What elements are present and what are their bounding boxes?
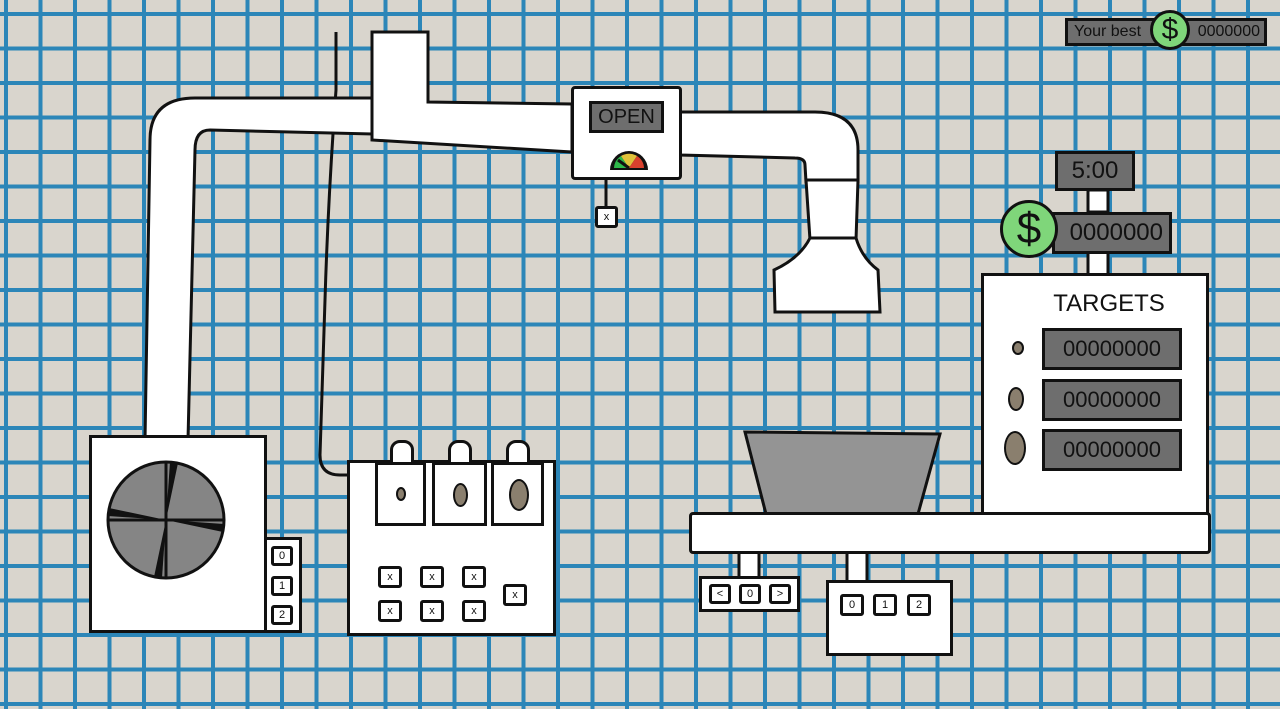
valve-state-display: OPEN bbox=[589, 101, 664, 133]
hopper-small[interactable] bbox=[375, 462, 426, 526]
target-slot-medium bbox=[1008, 387, 1024, 411]
panel-button-4[interactable]: x bbox=[378, 600, 402, 622]
panel-button-1[interactable]: x bbox=[378, 566, 402, 588]
pipe-right bbox=[678, 110, 860, 184]
best-score-label: Your best bbox=[1074, 23, 1142, 40]
panel-button-6[interactable]: x bbox=[462, 600, 486, 622]
speed-control-box bbox=[826, 580, 953, 656]
pressure-gauge-icon bbox=[610, 151, 648, 170]
target-value-1: 00000000 bbox=[1042, 328, 1182, 370]
valve-box: OPEN bbox=[571, 86, 682, 180]
pipe-inlet bbox=[370, 30, 574, 154]
speed-1-button[interactable]: 1 bbox=[873, 594, 897, 616]
panel-button-3[interactable]: x bbox=[462, 566, 486, 588]
panel-button-5[interactable]: x bbox=[420, 600, 444, 622]
conveyor-belt bbox=[689, 512, 1211, 554]
valve-close-button[interactable]: x bbox=[595, 206, 618, 228]
target-slot-small bbox=[1012, 341, 1024, 355]
best-dollar-icon: $ bbox=[1150, 10, 1190, 50]
target-value-3: 00000000 bbox=[1042, 429, 1182, 471]
money-display: 0000000 bbox=[1052, 212, 1172, 254]
fan-speed-0-button[interactable]: 0 bbox=[271, 546, 293, 566]
pipe-left bbox=[143, 96, 374, 442]
hopper-large[interactable] bbox=[491, 462, 544, 526]
fan-speed-2-button[interactable]: 2 bbox=[271, 605, 293, 625]
fan-speed-1-button[interactable]: 1 bbox=[271, 576, 293, 596]
direction-stop-button[interactable]: 0 bbox=[739, 584, 761, 604]
hopper-medium[interactable] bbox=[432, 462, 487, 526]
speed-2-button[interactable]: 2 bbox=[907, 594, 931, 616]
panel-button-7[interactable]: x bbox=[503, 584, 527, 606]
direction-left-button[interactable]: < bbox=[709, 584, 731, 604]
hopper-handle-1 bbox=[390, 440, 414, 466]
targets-title: TARGETS bbox=[1053, 290, 1165, 317]
hopper-large-slot bbox=[509, 479, 529, 511]
best-score-value: 0000000 bbox=[1197, 23, 1260, 40]
targets-board: TARGETS 00000000 00000000 00000000 bbox=[981, 273, 1209, 521]
collection-bin bbox=[743, 430, 942, 516]
timer-display: 5:00 bbox=[1055, 151, 1135, 191]
panel-button-2[interactable]: x bbox=[420, 566, 444, 588]
dispenser-hood bbox=[772, 236, 882, 314]
direction-right-button[interactable]: > bbox=[769, 584, 791, 604]
hopper-small-slot bbox=[396, 487, 406, 501]
hopper-medium-slot bbox=[453, 483, 468, 507]
money-dollar-icon: $ bbox=[1000, 200, 1058, 258]
speed-0-button[interactable]: 0 bbox=[840, 594, 864, 616]
target-value-2: 00000000 bbox=[1042, 379, 1182, 421]
target-slot-large bbox=[1004, 431, 1026, 465]
hood-neck bbox=[804, 178, 860, 242]
fan-icon bbox=[106, 460, 226, 580]
